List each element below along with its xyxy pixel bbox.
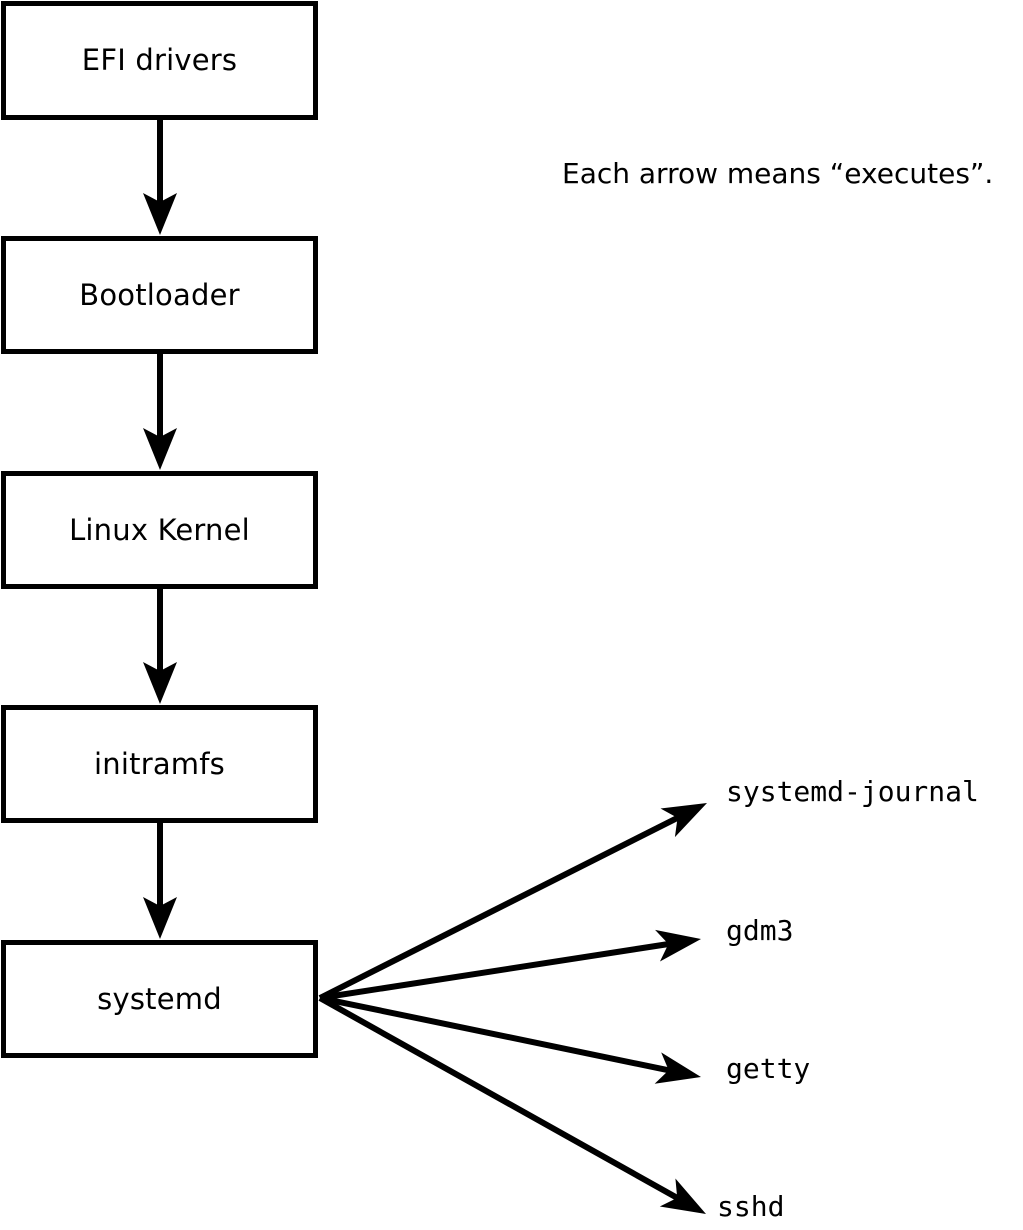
chain-arrow-head-0 [143, 193, 177, 235]
node-label-bootloader: Bootloader [79, 277, 240, 312]
node-box-initramfs: initramfs [1, 705, 318, 823]
fanout-arrow-shaft-systemd-journal [318, 814, 681, 1001]
node-label-linux-kernel: Linux Kernel [69, 512, 250, 547]
fanout-arrow-shaft-getty [319, 995, 672, 1074]
chain-arrow-head-1 [143, 428, 177, 470]
fanout-arrow-head-systemd-journal [660, 803, 707, 838]
node-box-systemd: systemd [1, 940, 318, 1058]
service-label-sshd: sshd [717, 1190, 785, 1223]
service-label-systemd-journal: systemd-journal [726, 775, 979, 808]
chain-arrow-head-3 [143, 897, 177, 939]
fanout-arrow-head-getty [654, 1052, 701, 1084]
node-box-efi-drivers: EFI drivers [1, 1, 318, 120]
node-box-bootloader: Bootloader [1, 236, 318, 354]
node-label-efi-drivers: EFI drivers [81, 43, 238, 77]
service-label-gdm3: gdm3 [726, 914, 794, 947]
fanout-arrow-shaft-sshd [318, 995, 681, 1202]
fanout-arrow-head-gdm3 [655, 929, 701, 962]
fanout-arrow-head-sshd [659, 1178, 706, 1214]
node-box-linux-kernel: Linux Kernel [1, 471, 318, 589]
fanout-arrow-shaft-gdm3 [319, 940, 671, 1001]
node-label-systemd: systemd [97, 981, 222, 1016]
chain-arrow-head-2 [143, 662, 177, 704]
service-label-getty: getty [726, 1052, 811, 1085]
fanout-arrow-group [318, 803, 707, 1214]
legend-text: Each arrow means “executes”. [562, 157, 994, 190]
node-label-initramfs: initramfs [94, 746, 225, 781]
